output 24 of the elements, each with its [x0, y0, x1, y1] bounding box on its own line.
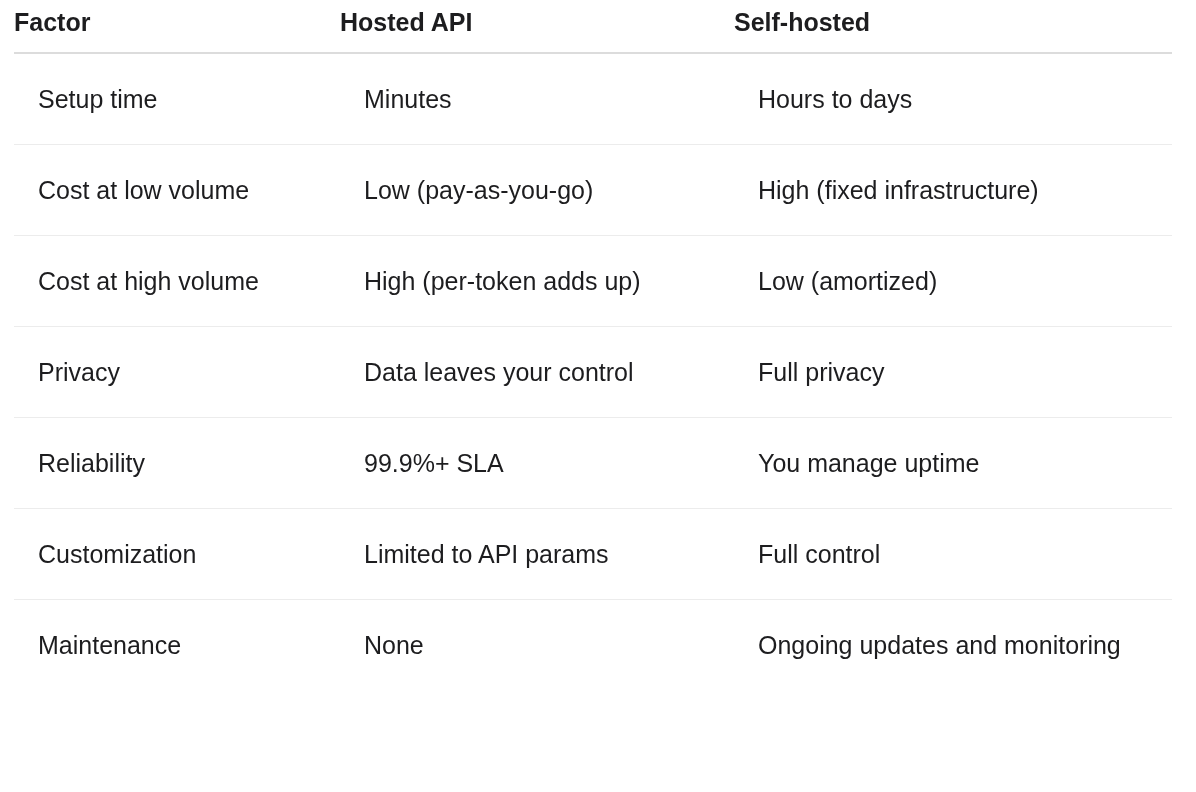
- factor-name: Reliability: [38, 448, 146, 479]
- column-header: Factor: [14, 7, 91, 38]
- self-hosted-value: Ongoing updates and monitoring: [758, 630, 1122, 661]
- factor-name: Privacy: [38, 357, 121, 388]
- self-hosted-value: Full privacy: [758, 357, 886, 388]
- factor-name: Customization: [38, 539, 198, 570]
- column-header: Hosted API: [340, 7, 473, 38]
- self-hosted-value: You manage uptime: [758, 448, 981, 479]
- hosted-value: None: [364, 630, 425, 661]
- column-header: Self-hosted: [734, 7, 871, 38]
- factor-name: Cost at low volume: [38, 175, 251, 206]
- hosted-value: 99.9%+ SLA: [364, 448, 505, 479]
- hosted-value: Limited to API params: [364, 539, 610, 570]
- hosted-value: High (per-token adds up): [364, 266, 642, 297]
- hosted-value: Minutes: [364, 84, 453, 115]
- factor-name: Maintenance: [38, 630, 183, 661]
- hosted-value: Low (pay-as-you-go): [364, 175, 595, 206]
- self-hosted-value: High (fixed infrastructure): [758, 175, 1040, 206]
- factor-name: Setup time: [38, 84, 159, 115]
- hosted-value: Data leaves your control: [364, 357, 635, 388]
- self-hosted-value: Low (amortized): [758, 266, 939, 297]
- factor-name: Cost at high volume: [38, 266, 260, 297]
- self-hosted-value: Hours to days: [758, 84, 914, 115]
- self-hosted-value: Full control: [758, 539, 882, 570]
